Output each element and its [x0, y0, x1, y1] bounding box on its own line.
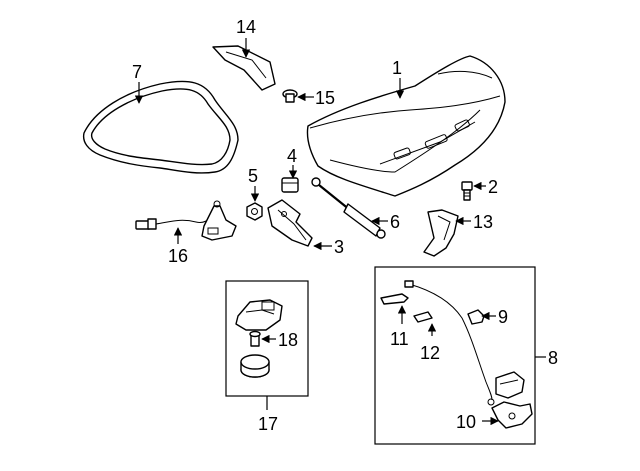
- callout-1: 1: [392, 58, 402, 78]
- nut-part[interactable]: [246, 202, 263, 221]
- callout-6: 6: [390, 212, 400, 232]
- callout-18: 18: [278, 330, 298, 350]
- handle-part[interactable]: [380, 293, 409, 305]
- lock-cylinder-part[interactable]: [240, 354, 270, 378]
- lock-pin-part[interactable]: [249, 330, 261, 347]
- latch-cable-part[interactable]: [404, 280, 495, 406]
- bolt-part[interactable]: [461, 181, 473, 201]
- clip-part[interactable]: [282, 89, 298, 103]
- latch-assembly-group: [374, 266, 536, 445]
- callout-17: 17: [258, 414, 278, 434]
- callout-14: 14: [236, 17, 256, 37]
- bracket-cover-part[interactable]: [212, 45, 276, 91]
- callout-15: 15: [315, 88, 335, 108]
- callout-12: 12: [420, 343, 440, 363]
- callout-9: 9: [498, 307, 508, 327]
- hinge-part[interactable]: [267, 199, 313, 247]
- latch-actuator-part[interactable]: [495, 371, 525, 399]
- release-cable-part[interactable]: [135, 200, 237, 241]
- callout-4: 4: [287, 146, 297, 166]
- support-strut-part[interactable]: [311, 177, 386, 239]
- callout-10: 10: [456, 412, 476, 432]
- callout-13: 13: [473, 212, 493, 232]
- trim-bracket-part[interactable]: [423, 209, 459, 257]
- callout-11: 11: [390, 329, 409, 349]
- trunk-lid-part[interactable]: [306, 55, 506, 197]
- callout-3: 3: [334, 237, 344, 257]
- callout-7: 7: [132, 62, 142, 82]
- callout-2: 2: [488, 177, 498, 197]
- bumper-part[interactable]: [281, 177, 299, 193]
- callout-16: 16: [168, 246, 188, 266]
- pad-part[interactable]: [413, 311, 433, 323]
- lock-kit-group: [225, 280, 309, 397]
- callout-5: 5: [248, 166, 258, 186]
- weatherstrip-part[interactable]: [82, 80, 239, 174]
- lock-body-part[interactable]: [235, 299, 283, 331]
- callout-8: 8: [548, 348, 558, 368]
- latch-assembly-box: [374, 266, 536, 445]
- latch-part[interactable]: [491, 401, 533, 429]
- switch-part[interactable]: [467, 309, 485, 325]
